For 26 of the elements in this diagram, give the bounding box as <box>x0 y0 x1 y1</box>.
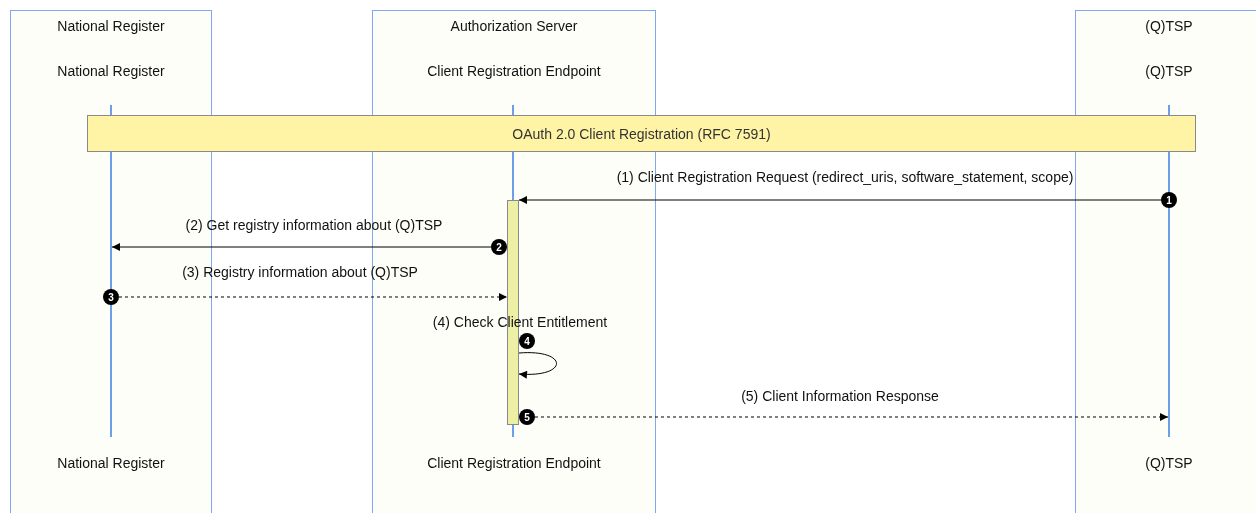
lane-title: (Q)TSP <box>1145 18 1193 34</box>
step-number: 1 <box>1161 192 1177 208</box>
step-number: 2 <box>491 239 507 255</box>
participant-name: (Q)TSP <box>1145 454 1193 472</box>
participant-name: (Q)TSP <box>1145 62 1193 80</box>
message-arrow <box>534 413 1169 421</box>
participant-name: Client Registration Endpoint <box>427 62 601 80</box>
lane-title: Authorization Server <box>450 18 578 34</box>
message-arrow <box>118 293 508 301</box>
edge-label: (5) Client Information Response <box>741 388 939 404</box>
message-arrow <box>518 352 557 379</box>
step-number: 3 <box>103 289 119 305</box>
message-arrow <box>518 196 1162 204</box>
edge-label: (3) Registry information about (Q)TSP <box>182 264 418 280</box>
step-number: 4 <box>519 333 535 349</box>
step-number: 5 <box>519 409 535 425</box>
participant-name: National Register <box>57 454 165 472</box>
note-box: OAuth 2.0 Client Registration (RFC 7591) <box>87 115 1196 152</box>
edge-label: (4) Check Client Entitlement <box>432 314 608 330</box>
lane-title: National Register <box>57 18 165 34</box>
edge-label: (1) Client Registration Request (redirect_uris, software_statement, scope) <box>616 169 1074 185</box>
participant-name: National Register <box>57 62 165 80</box>
edge-label: (2) Get registry information about (Q)TSP <box>185 217 443 233</box>
participant-lane <box>1075 10 1256 513</box>
participant-name: Client Registration Endpoint <box>427 454 601 472</box>
message-arrow <box>111 243 492 251</box>
